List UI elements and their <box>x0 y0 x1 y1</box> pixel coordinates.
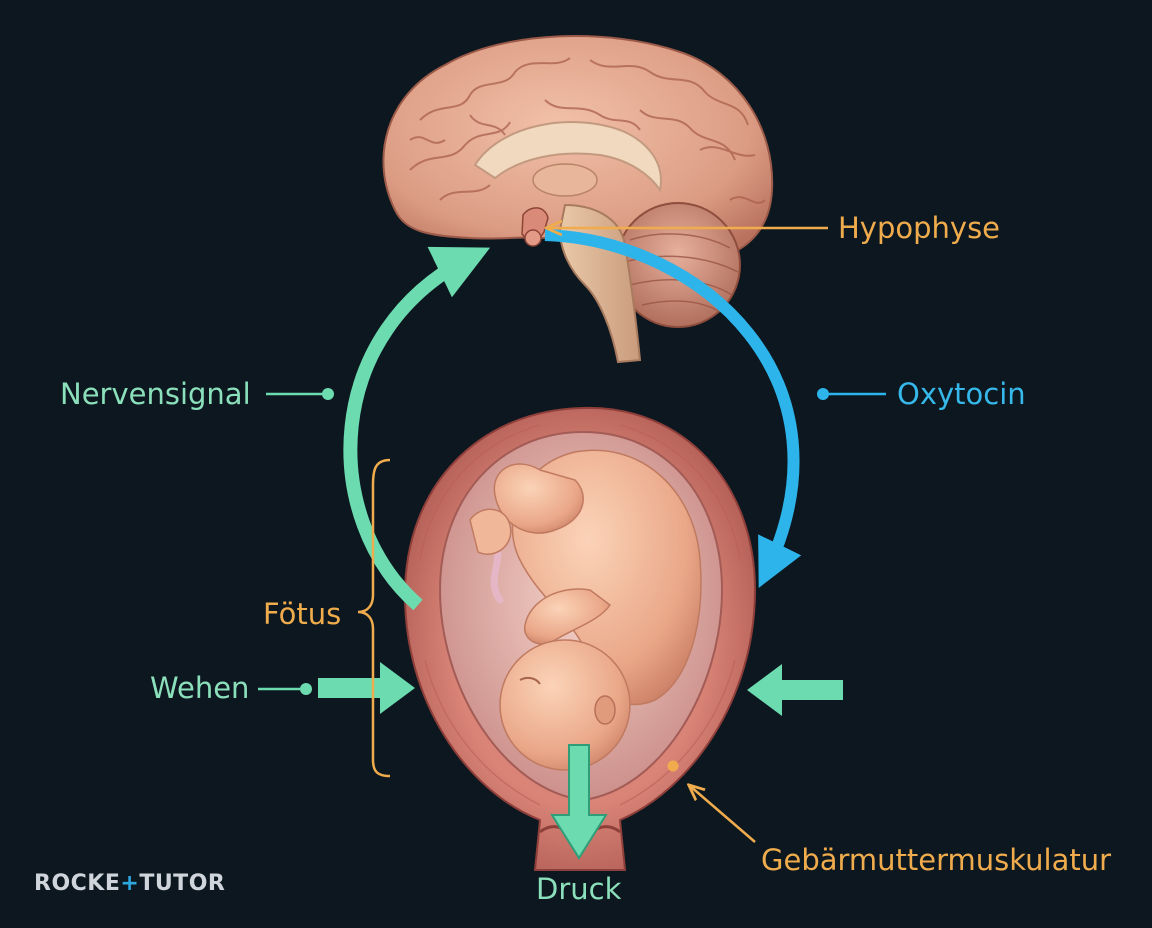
fetus-eye <box>519 676 541 685</box>
nervensignal-dot <box>322 388 334 400</box>
nervensignal-label: Nervensignal <box>60 377 251 411</box>
brain-illustration <box>382 35 774 364</box>
fetus-leg <box>493 463 584 534</box>
fetus-illustration <box>469 449 702 771</box>
fetus-head <box>499 639 631 771</box>
corpus-callosum <box>473 121 662 193</box>
wehen-arrow-left <box>318 662 415 714</box>
druck-label: Druck <box>536 872 622 906</box>
gebaermuttermuskulatur-dot <box>667 760 679 772</box>
rocketutor-logo: ROCKE+TUTOR <box>34 871 225 896</box>
gebaermuttermuskulatur-callout-line <box>690 786 756 843</box>
muscle-fibers <box>419 424 741 806</box>
wehen-arrow-right <box>747 664 843 716</box>
logo-text-part2: TUTOR <box>139 871 226 896</box>
pituitary-gland <box>521 207 549 247</box>
logo-plus-icon: + <box>120 871 140 896</box>
wehen-dot <box>300 683 312 695</box>
fetus-ear <box>594 695 616 725</box>
fetus-arm <box>524 588 612 645</box>
gebaermuttermuskulatur-label: Gebärmuttermuskulatur <box>761 843 1112 877</box>
brain-gyri <box>409 57 766 204</box>
oxytocin-label: Oxytocin <box>897 377 1026 411</box>
wehen-label: Wehen <box>150 671 250 705</box>
foetus-label: Fötus <box>263 597 342 631</box>
druck-arrow <box>550 744 608 860</box>
oxytocin-arrow <box>544 229 802 588</box>
foetus-bracket <box>357 458 391 778</box>
thalamus <box>532 163 598 197</box>
oxytocin-dot <box>817 388 829 400</box>
fetus-foot <box>469 508 512 555</box>
nervensignal-arrow <box>343 246 491 611</box>
logo-text-part1: ROCKE <box>34 871 121 896</box>
hypophyse-label: Hypophyse <box>838 211 1001 245</box>
